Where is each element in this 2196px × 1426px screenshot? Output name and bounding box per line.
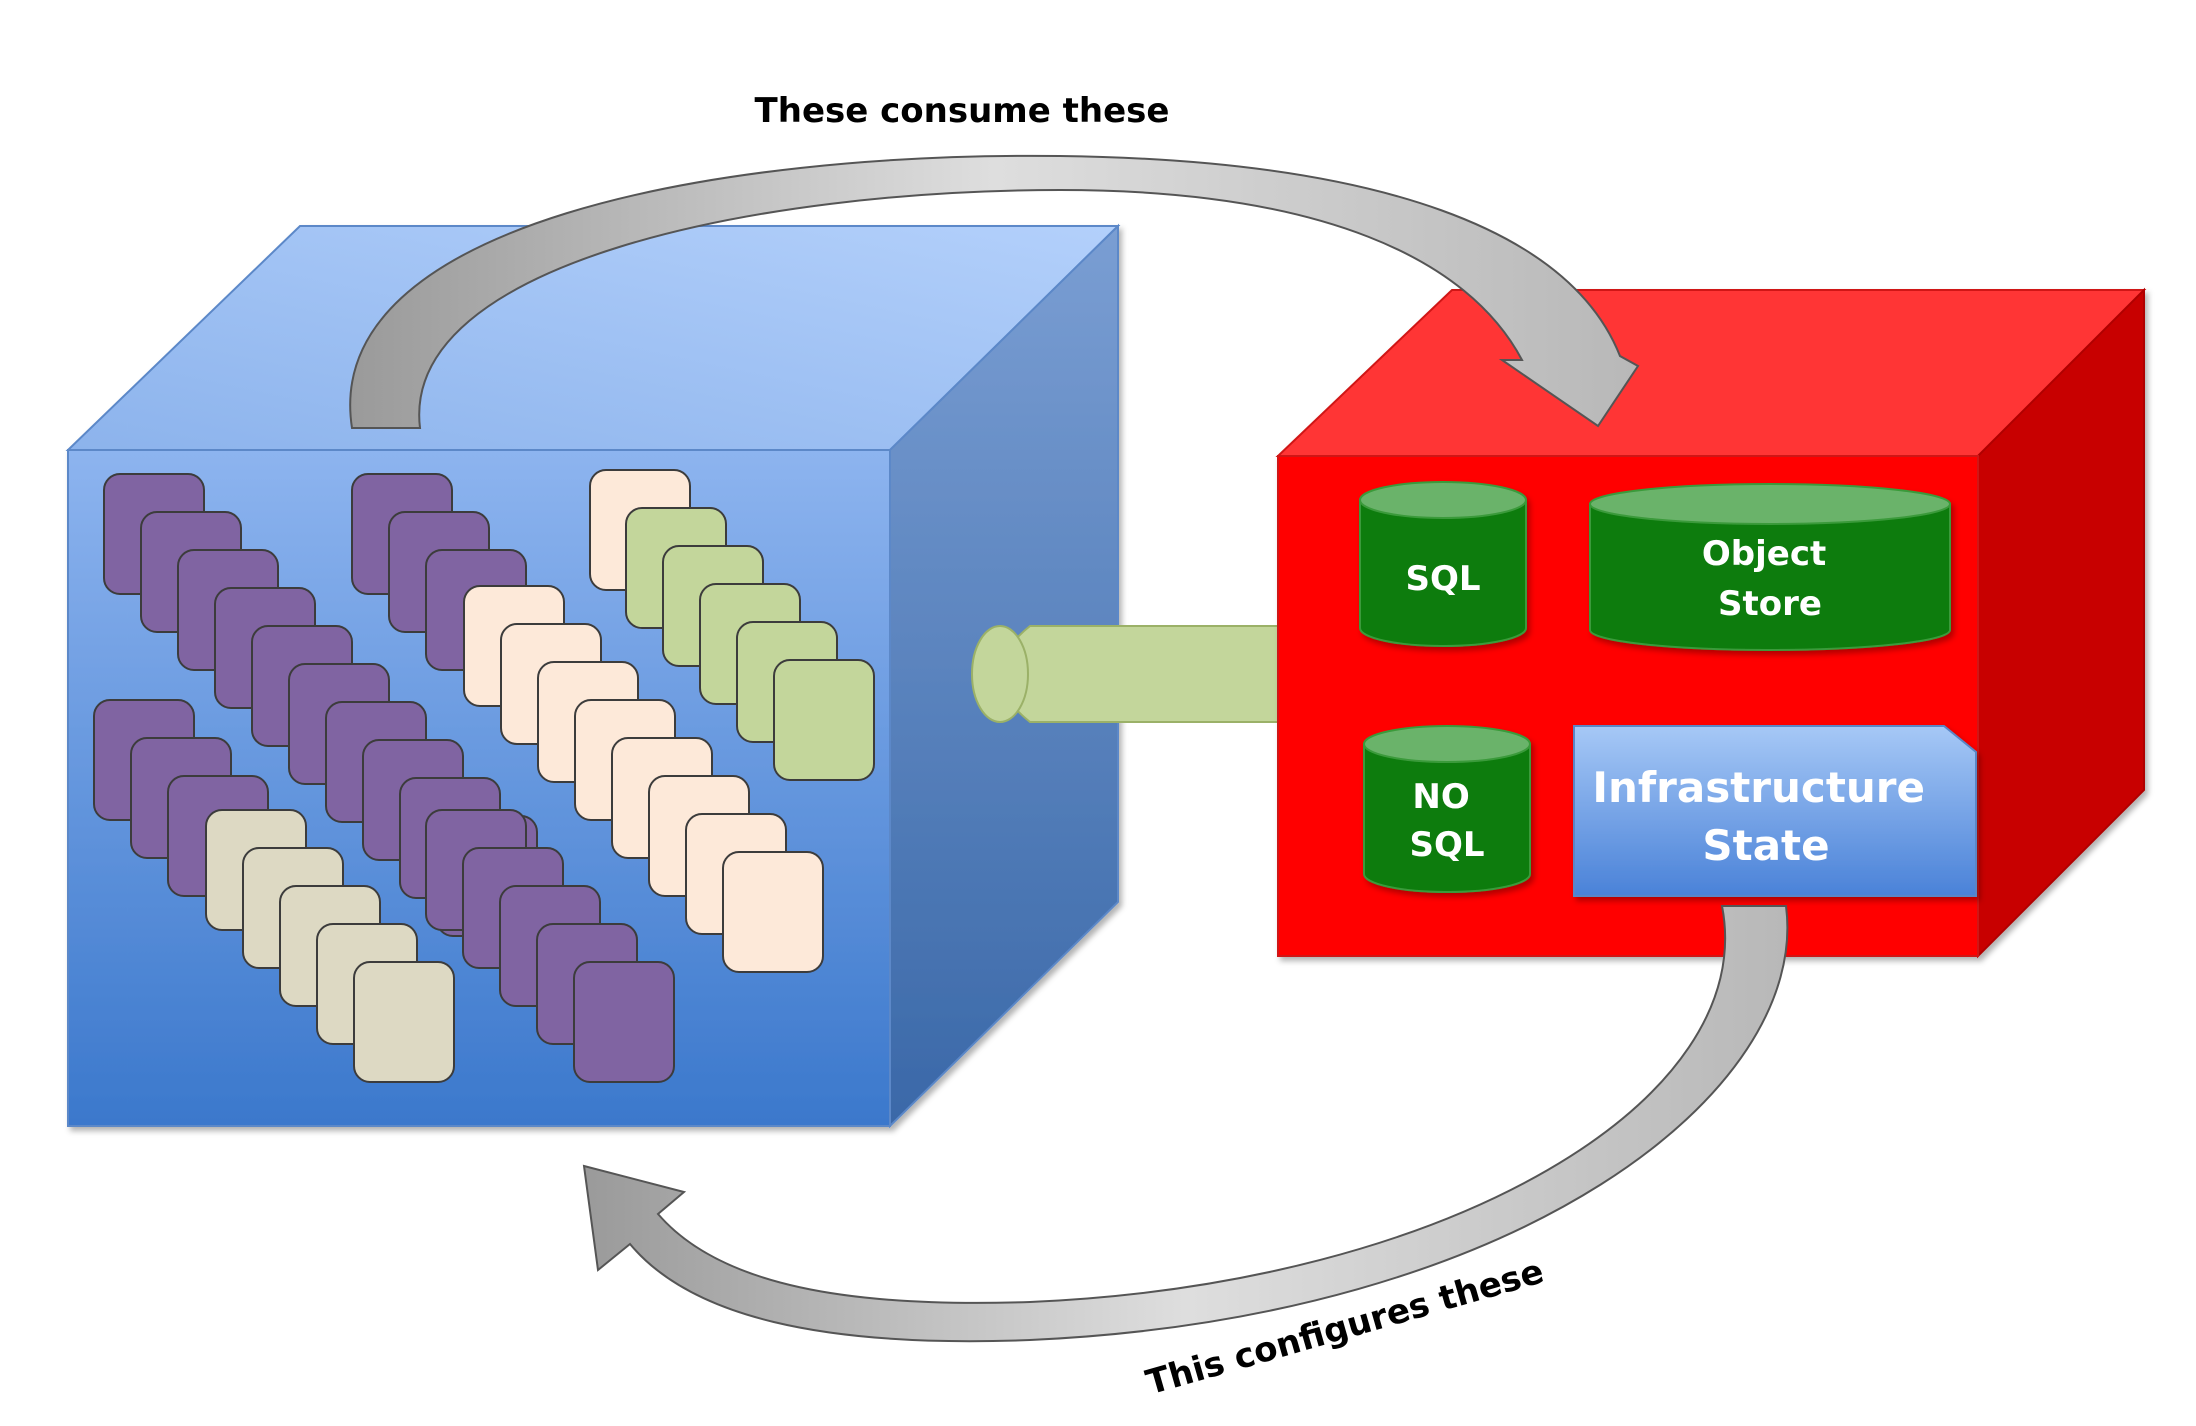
connector-pipe-end bbox=[971, 625, 1029, 723]
consume-arrow bbox=[349, 154, 1640, 429]
connector-pipe bbox=[999, 625, 1291, 723]
container-card bbox=[573, 961, 675, 1083]
container-card bbox=[773, 659, 875, 781]
sql-label: SQL bbox=[1405, 559, 1480, 599]
container-card bbox=[722, 851, 824, 973]
consume-arrow-label: These consume these bbox=[755, 91, 1170, 131]
object-store-icon bbox=[1589, 483, 1951, 651]
container-cards bbox=[93, 469, 875, 1083]
infrastructure-state-box bbox=[1573, 725, 1977, 897]
configures-arrow bbox=[582, 905, 1789, 1343]
nosql-database-icon bbox=[1363, 725, 1531, 893]
container-card bbox=[353, 961, 455, 1083]
object-store-label: Object Store bbox=[1702, 534, 1838, 624]
nosql-label: NO SQL bbox=[1409, 777, 1484, 865]
sql-database-icon bbox=[1359, 481, 1527, 647]
infrastructure-state-label: Infrastructure State bbox=[1592, 763, 1939, 870]
